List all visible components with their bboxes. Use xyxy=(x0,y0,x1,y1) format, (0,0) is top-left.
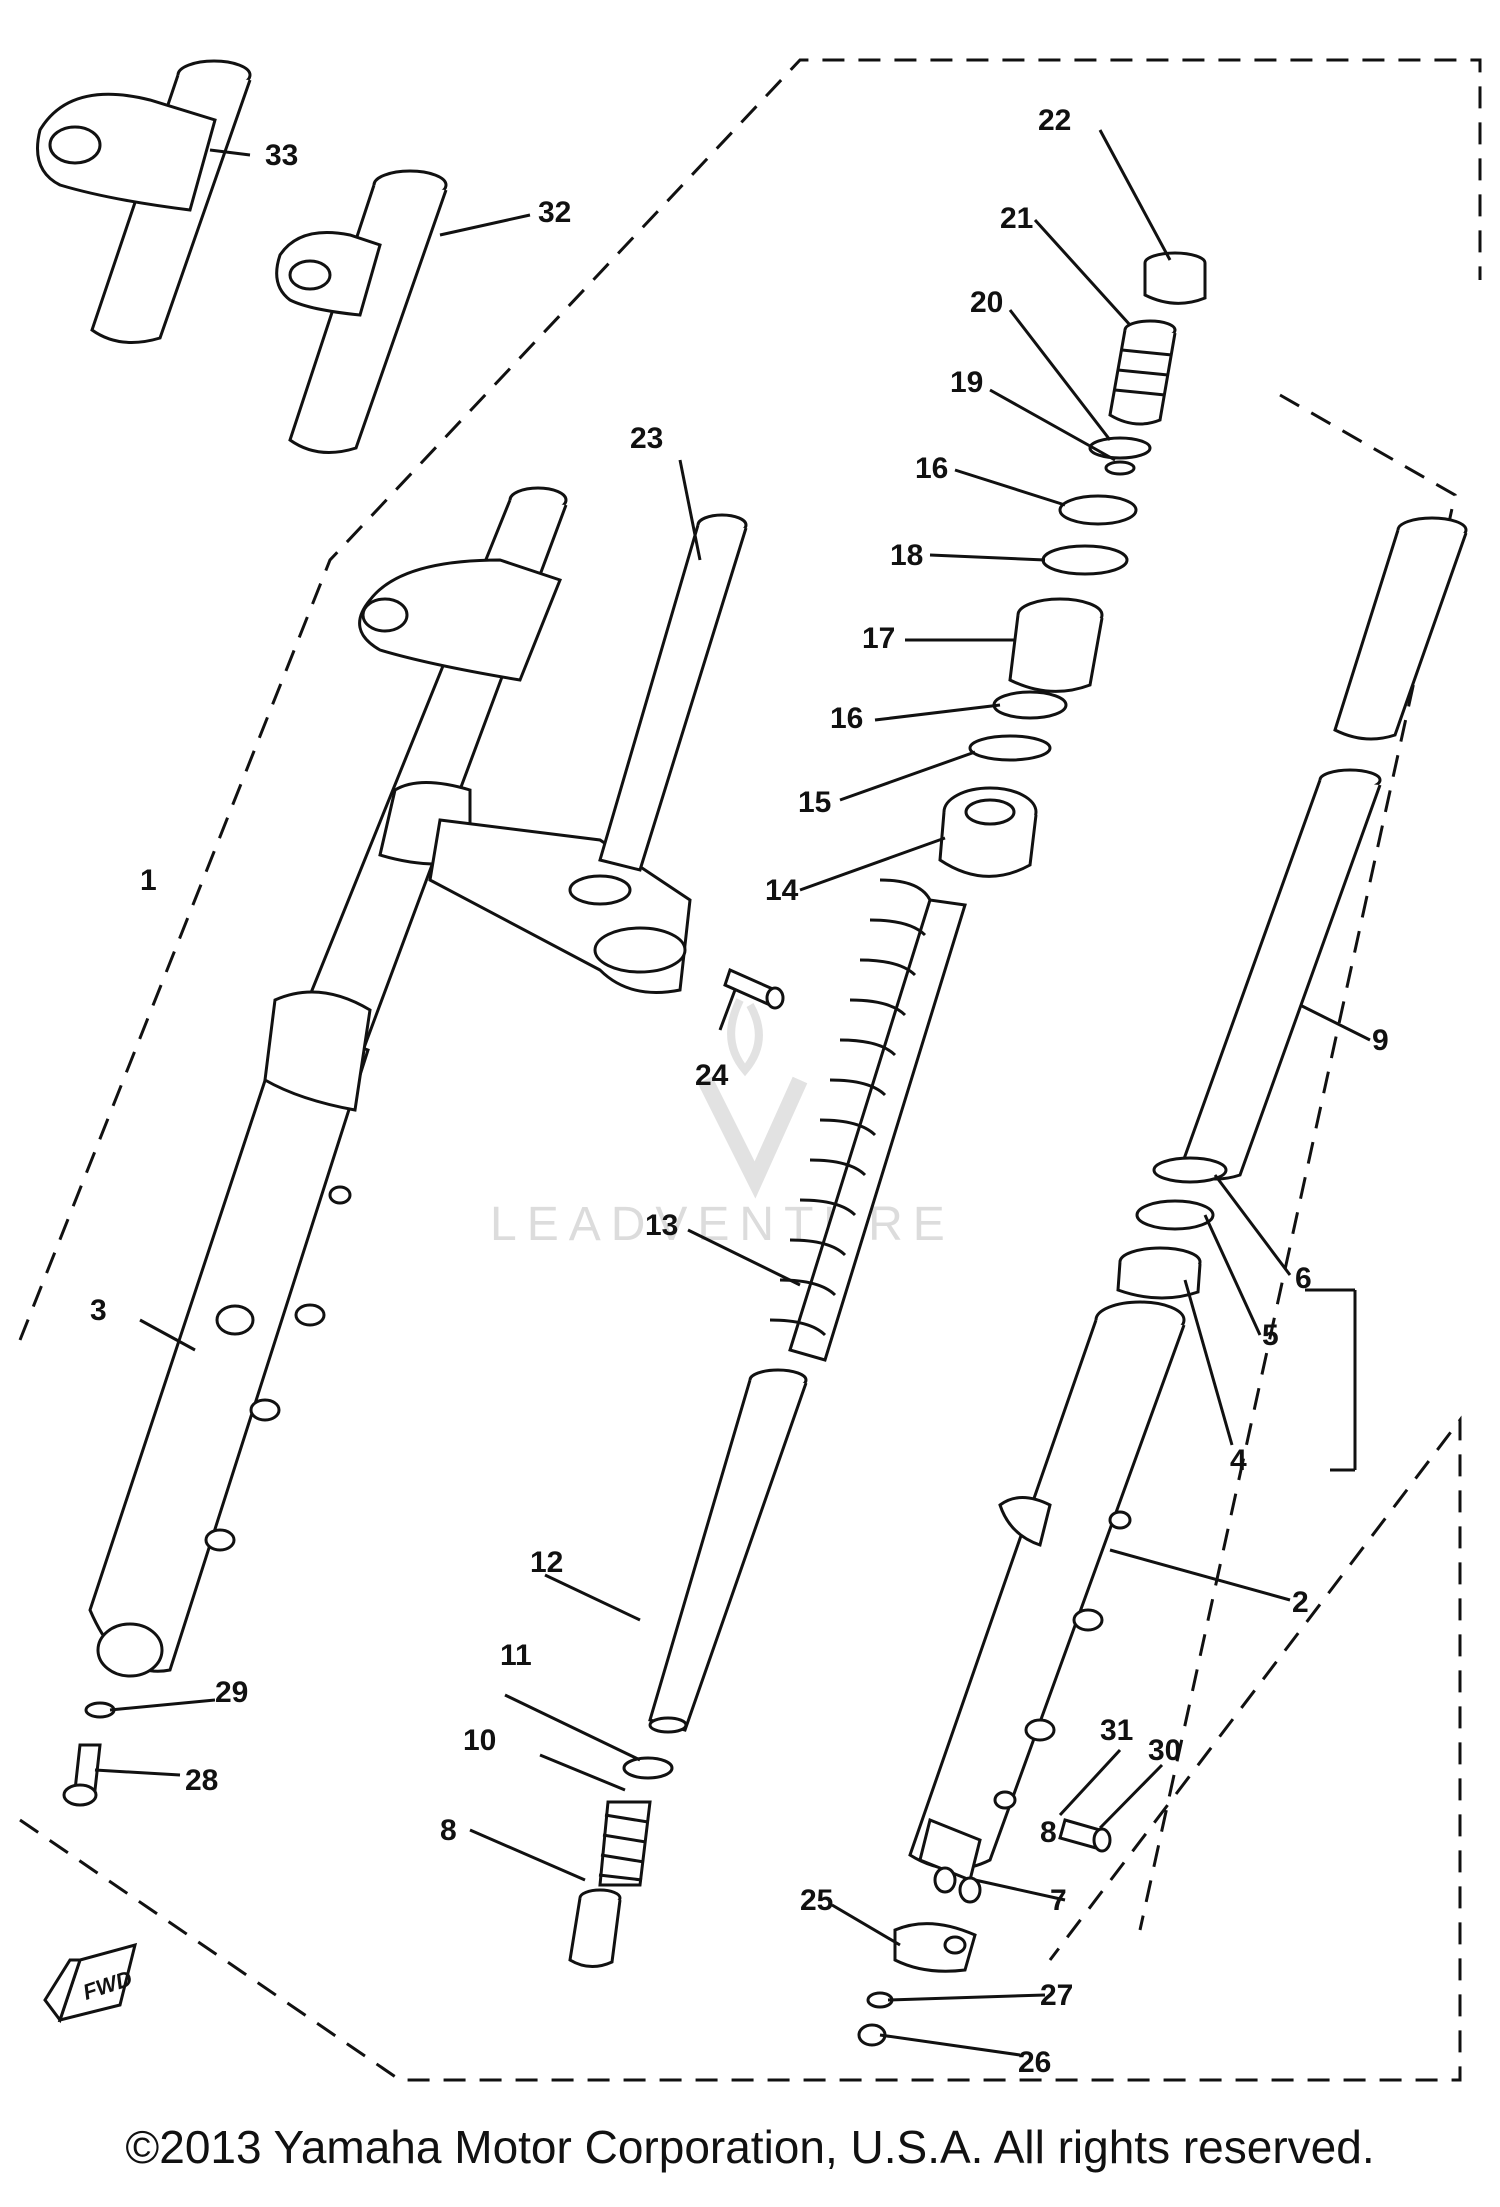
callout-11: 11 xyxy=(500,1639,532,1672)
callout-labels: 22 21 20 19 16 18 17 16 15 14 23 24 13 3… xyxy=(90,104,1389,2079)
fwd-direction-marker: FWD xyxy=(43,1942,138,2024)
part-6-clip xyxy=(1152,1156,1228,1184)
callout-1: 1 xyxy=(140,864,157,897)
callout-2: 2 xyxy=(1292,1586,1309,1619)
callout-4: 4 xyxy=(1230,1444,1247,1477)
part-24-bolt xyxy=(723,967,785,1010)
part-13-spring xyxy=(769,878,967,1362)
part-10-spring xyxy=(598,1800,652,1887)
callout-8: 8 xyxy=(440,1814,457,1847)
part-25-clamp xyxy=(893,1922,977,1973)
part-17-collar xyxy=(1008,597,1104,693)
callout-25: 25 xyxy=(800,1884,833,1917)
part-28-bolt xyxy=(62,1743,102,1807)
part-16-washer-upper xyxy=(1058,494,1138,526)
part-20-oring xyxy=(1104,460,1136,476)
part-30-bolt xyxy=(1058,1818,1112,1853)
callout-24: 24 xyxy=(695,1059,729,1092)
callout-21: 21 xyxy=(1000,202,1033,235)
part-32-bracket xyxy=(275,169,448,454)
part-11-ring xyxy=(622,1756,674,1780)
callout-22: 22 xyxy=(1038,104,1071,137)
callout-20: 20 xyxy=(970,286,1003,319)
callout-33: 33 xyxy=(265,139,298,172)
part-5-washer xyxy=(1135,1199,1215,1231)
watermark-brand: LEADVENTURE xyxy=(490,1198,955,1251)
part-19-washer xyxy=(1088,436,1152,460)
part-15-washer xyxy=(968,734,1052,762)
part-under-bracket xyxy=(378,781,692,994)
assembly-boundary-outer-leg xyxy=(1138,393,1457,1931)
part-7-axle-holder xyxy=(918,1817,982,1904)
copyright-notice: ©2013 Yamaha Motor Corporation, U.S.A. A… xyxy=(125,2121,1375,2173)
part-upper-tube xyxy=(1333,516,1468,741)
callout-9: 9 xyxy=(1372,1024,1389,1057)
part-29-washer xyxy=(84,1701,116,1719)
callout-8b: 8 xyxy=(1040,1816,1057,1849)
callout-30: 30 xyxy=(1148,1734,1181,1767)
part-14-dust-seal xyxy=(938,786,1038,878)
part-33-bracket xyxy=(36,59,252,344)
callout-28: 28 xyxy=(185,1764,218,1797)
part-16-washer-lower xyxy=(992,690,1068,720)
callout-23: 23 xyxy=(630,422,663,455)
callout-29: 29 xyxy=(215,1676,248,1709)
callout-14: 14 xyxy=(765,874,799,907)
part-22-cap xyxy=(1143,251,1207,305)
part-23-steering-stem xyxy=(598,513,748,872)
assembly-boundary-lower xyxy=(19,1415,1462,2082)
callout-27: 27 xyxy=(1040,1979,1073,2012)
part-8-piece xyxy=(568,1888,622,1968)
part-18-seat xyxy=(1041,544,1129,576)
callout-32: 32 xyxy=(538,196,571,229)
part-12-damper-rod xyxy=(648,1368,808,1734)
part-3-fork-leg-left xyxy=(88,486,568,1678)
callout-17: 17 xyxy=(862,622,895,655)
callout-3: 3 xyxy=(90,1294,107,1327)
callout-7: 7 xyxy=(1050,1884,1067,1917)
callout-15: 15 xyxy=(798,786,831,819)
callout-10: 10 xyxy=(463,1724,496,1757)
callout-5: 5 xyxy=(1262,1319,1279,1352)
callout-26: 26 xyxy=(1018,2046,1051,2079)
assembly-boundary-main xyxy=(18,58,1482,1341)
part-31-washer xyxy=(993,1790,1017,1810)
callout-16-lower: 16 xyxy=(830,702,863,735)
leader-lines xyxy=(94,129,1371,2057)
callout-6: 6 xyxy=(1295,1262,1312,1295)
callout-12: 12 xyxy=(530,1546,563,1579)
callout-19: 19 xyxy=(950,366,983,399)
callout-13: 13 xyxy=(645,1209,678,1242)
callout-31: 31 xyxy=(1100,1714,1133,1747)
part-4-oil-seal xyxy=(1116,1246,1202,1300)
part-2-outer-tube-right xyxy=(908,1300,1186,1871)
callout-18: 18 xyxy=(890,539,923,572)
part-21-adjuster xyxy=(1108,319,1177,426)
callout-16-upper: 16 xyxy=(915,452,948,485)
